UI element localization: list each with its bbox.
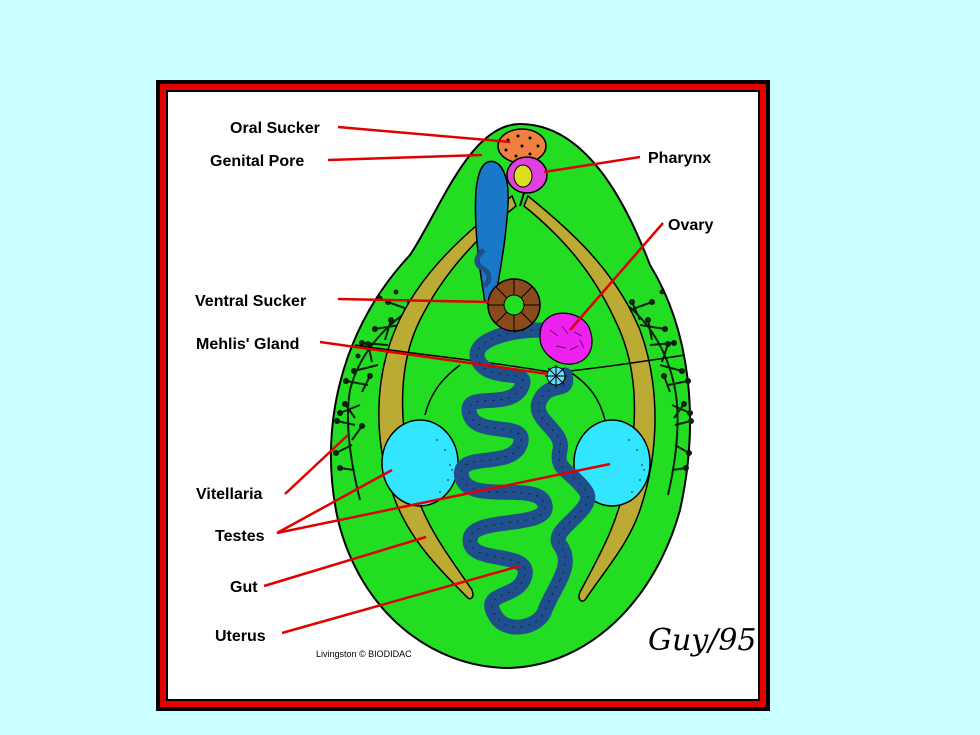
vitellaria-left bbox=[335, 299, 426, 501]
leader-mehlis-gland bbox=[319, 340, 549, 376]
ovary-texture bbox=[549, 325, 585, 351]
testis-left bbox=[381, 419, 459, 507]
seminal-vesicle bbox=[474, 248, 492, 288]
ventral-sucker bbox=[487, 278, 541, 332]
uterus bbox=[454, 322, 596, 635]
mehlis-gland bbox=[545, 365, 567, 387]
leader-pharynx bbox=[543, 155, 641, 174]
pharynx-organ bbox=[506, 156, 548, 194]
leader-gut bbox=[263, 535, 427, 588]
credit-text: Livingston © BIODIDAC bbox=[316, 649, 412, 659]
leader-ovary bbox=[569, 222, 664, 331]
label-gut: Gut bbox=[230, 579, 258, 596]
leader-oral-sucker bbox=[337, 125, 511, 144]
label-testes: Testes bbox=[215, 528, 265, 545]
testis-stipple bbox=[436, 439, 645, 493]
label-genital-pore: Genital Pore bbox=[210, 153, 304, 170]
leader-genital-pore bbox=[327, 153, 483, 162]
leader-uterus bbox=[281, 564, 521, 635]
label-pharynx: Pharynx bbox=[648, 150, 711, 167]
vitellaria-right bbox=[619, 299, 692, 496]
leader-vitellaria bbox=[284, 434, 349, 495]
leader-lines bbox=[263, 125, 664, 635]
leader-ventral-sucker bbox=[337, 297, 491, 304]
label-vitellaria: Vitellaria bbox=[196, 486, 263, 503]
signature: Guy/95 bbox=[648, 623, 757, 658]
label-ventral-sucker: Ventral Sucker bbox=[195, 293, 306, 310]
label-oral-sucker: Oral Sucker bbox=[230, 120, 320, 137]
label-ovary: Ovary bbox=[668, 217, 713, 234]
testis-right bbox=[573, 419, 651, 507]
esophagus bbox=[519, 192, 525, 207]
label-mehlis-gland: Mehlis' Gland bbox=[196, 336, 299, 353]
leader-testes-left bbox=[276, 468, 393, 535]
vitelline-ducts bbox=[354, 344, 686, 421]
label-uterus: Uterus bbox=[215, 628, 266, 645]
vitellaria-dots-right bbox=[629, 289, 694, 471]
leader-testes-right bbox=[276, 462, 611, 535]
